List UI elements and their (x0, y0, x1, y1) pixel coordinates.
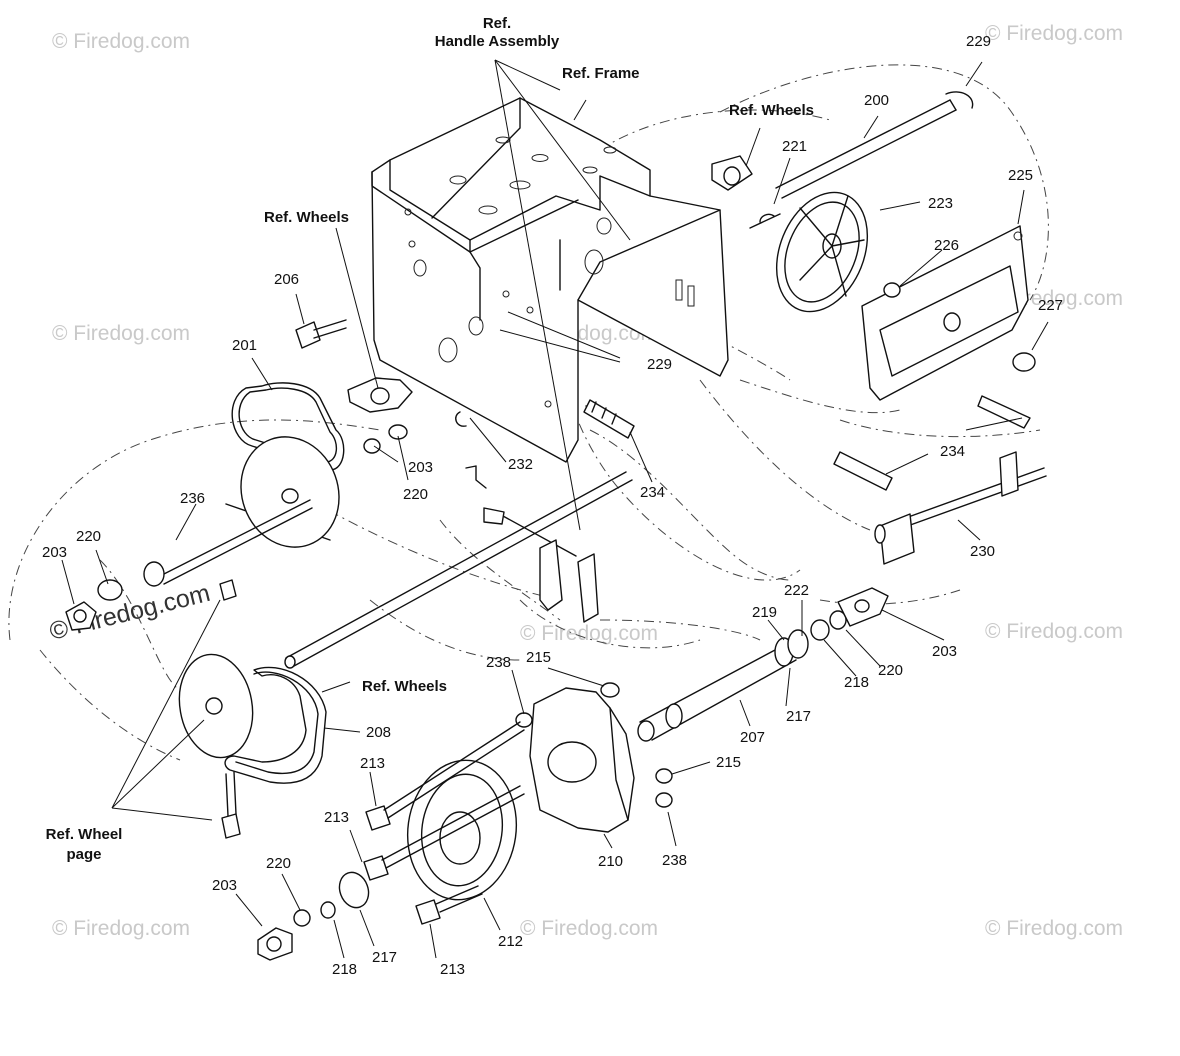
callout-212: 212 (498, 933, 523, 950)
callout-222: 222 (784, 582, 809, 599)
ref-wheels-top: Ref. Wheels (729, 102, 814, 119)
ref-wheels-left: Ref. Wheels (264, 209, 349, 226)
upper-right-parts (711, 91, 1036, 401)
watermark: © Firedog.com (52, 322, 190, 345)
watermark: © Firedog.com (985, 22, 1123, 45)
callout-225: 225 (1008, 167, 1033, 184)
callout-220: 220 (76, 528, 101, 545)
callout-221: 221 (782, 138, 807, 155)
callout-213: 213 (360, 755, 385, 772)
ref-wheels-axle: Ref. Wheels (362, 678, 447, 695)
callout-226: 226 (934, 237, 959, 254)
ref-handle-assembly-line1: Ref. (483, 15, 511, 32)
callout-218: 218 (844, 674, 869, 691)
callout-234: 234 (640, 484, 665, 501)
reference-labels: Ref. Handle Assembly Ref. Frame Ref. Whe… (46, 15, 814, 863)
callout-213: 213 (440, 961, 465, 978)
callout-213: 213 (324, 809, 349, 826)
callout-220: 220 (266, 855, 291, 872)
callout-200: 200 (864, 92, 889, 109)
callout-220: 220 (403, 486, 428, 503)
left-upper-parts (65, 319, 413, 631)
leader-lines (61, 59, 1049, 959)
callout-215: 215 (716, 754, 741, 771)
callout-218: 218 (332, 961, 357, 978)
watermark: © Firedog.com (985, 917, 1123, 940)
callout-236: 236 (180, 490, 205, 507)
watermark: © Firedog.com (985, 620, 1123, 643)
callout-227: 227 (1038, 297, 1063, 314)
callout-234: 234 (940, 443, 965, 460)
callout-210: 210 (598, 853, 623, 870)
callout-208: 208 (366, 724, 391, 741)
callout-238: 238 (486, 654, 511, 671)
callout-238: 238 (662, 852, 687, 869)
callout-229: 229 (966, 33, 991, 50)
lower-left-parts (178, 579, 327, 839)
callout-203: 203 (42, 544, 67, 561)
callout-203: 203 (212, 877, 237, 894)
watermark: © Firedog.com (52, 917, 190, 940)
callout-217: 217 (372, 949, 397, 966)
part-callouts: 229 200 221 225 223 226 227 206 201 229 … (42, 33, 1063, 978)
callout-229: 229 (647, 356, 672, 373)
watermark: © Firedog.com (520, 622, 658, 645)
frame (371, 97, 729, 463)
callout-207: 207 (740, 729, 765, 746)
callout-217: 217 (786, 708, 811, 725)
callout-232: 232 (508, 456, 533, 473)
ref-frame: Ref. Frame (562, 65, 640, 82)
callout-219: 219 (752, 604, 777, 621)
watermark: © Firedog.com (52, 30, 190, 53)
ref-handle-assembly-line2: Handle Assembly (435, 33, 560, 50)
middle-parts (284, 395, 1047, 669)
callout-203: 203 (408, 459, 433, 476)
lower-middle-parts (257, 682, 673, 961)
callout-223: 223 (928, 195, 953, 212)
callout-206: 206 (274, 271, 299, 288)
callout-220: 220 (878, 662, 903, 679)
callout-201: 201 (232, 337, 257, 354)
callout-203: 203 (932, 643, 957, 660)
lower-right-parts (637, 587, 889, 742)
watermark: © Firedog.com (520, 917, 658, 940)
watermarks: © Firedog.com © Firedog.com © Firedog.co… (47, 22, 1123, 940)
callout-230: 230 (970, 543, 995, 560)
callout-215: 215 (526, 649, 551, 666)
ref-wheel-page-line2: page (66, 846, 101, 863)
ref-wheel-page-line1: Ref. Wheel (46, 826, 123, 843)
